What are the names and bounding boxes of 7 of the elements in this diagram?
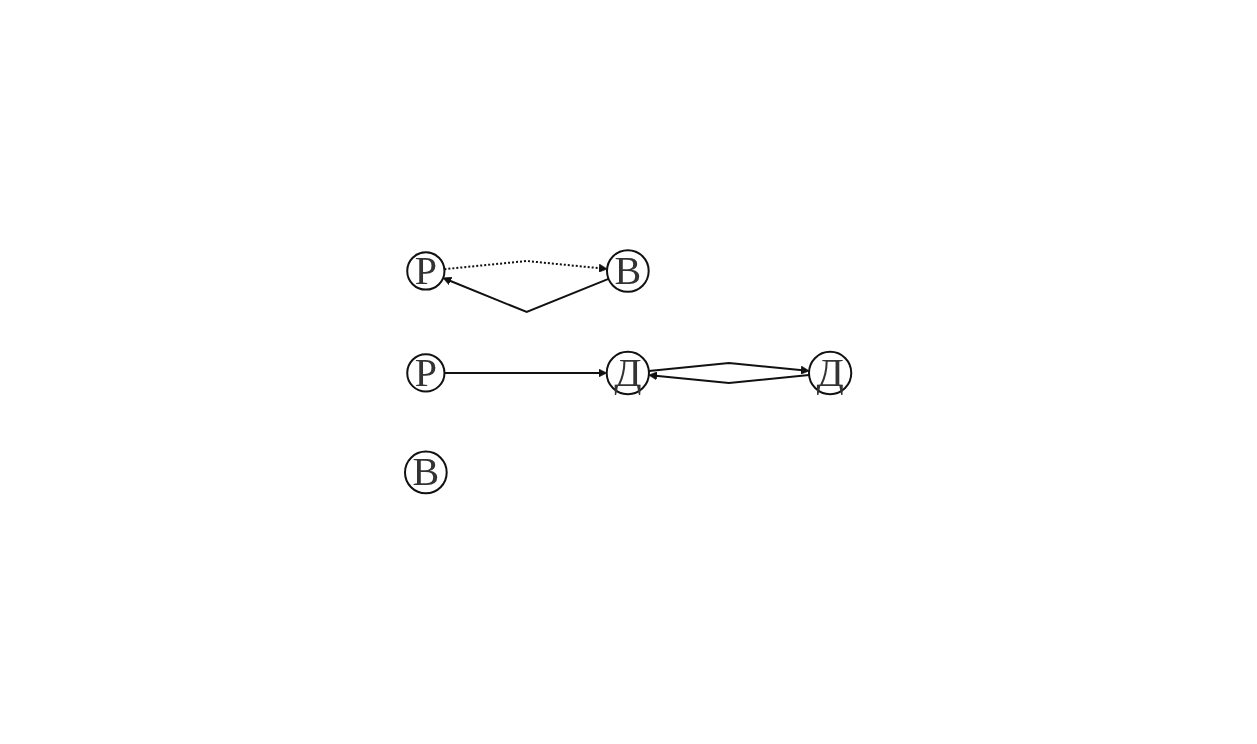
- arrow: [443, 277, 610, 314]
- node-circle: Д: [606, 351, 651, 396]
- node-circle: Р: [406, 251, 446, 291]
- node-circle: В: [606, 249, 651, 294]
- node-circle: Р: [406, 353, 446, 393]
- node-circle: В: [404, 450, 449, 495]
- node-circle: Д: [808, 351, 853, 396]
